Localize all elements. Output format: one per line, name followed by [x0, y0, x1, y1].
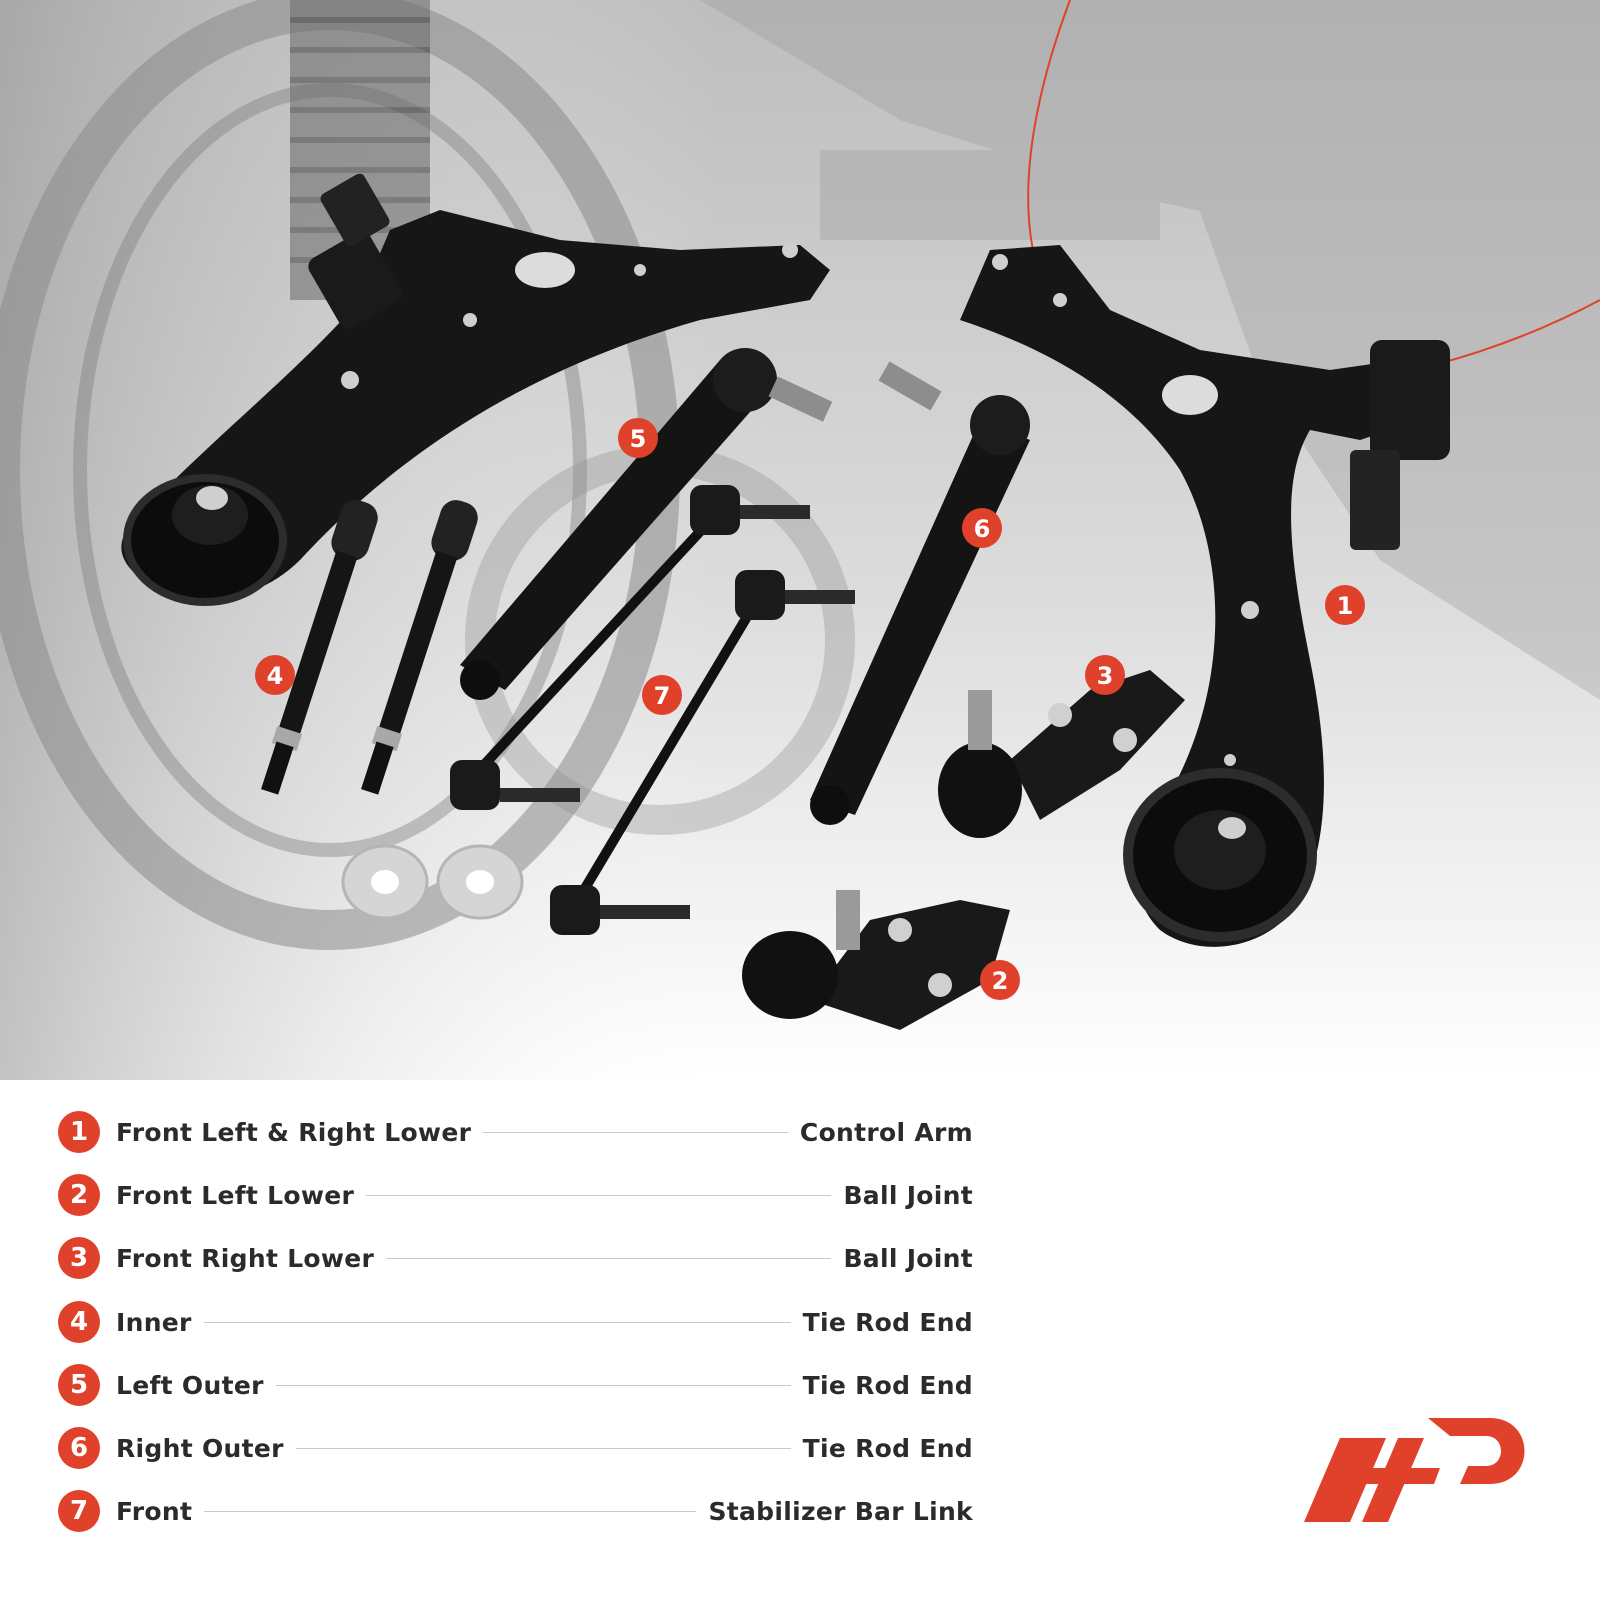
brand-logo-icon: [1304, 1418, 1525, 1522]
legend-row: 7 Front Stabilizer Bar Link: [58, 1490, 973, 1532]
callout-badge-5: 5: [618, 418, 658, 458]
legend-part-label: Stabilizer Bar Link: [708, 1496, 973, 1526]
svg-text:2: 2: [992, 967, 1009, 995]
callout-badge-2: 2: [980, 960, 1020, 1000]
svg-text:6: 6: [974, 515, 991, 543]
legend-position-label: Front Left Lower: [116, 1180, 355, 1210]
control-arm-right: [960, 245, 1450, 947]
legend-row: 4 Inner Tie Rod End: [58, 1301, 973, 1343]
leader-line: [386, 1257, 832, 1259]
legend-position-label: Right Outer: [116, 1433, 284, 1463]
callout-badge-3: 3: [1085, 655, 1125, 695]
legend-part-label: Tie Rod End: [802, 1307, 973, 1337]
callout-badge-6: 6: [962, 508, 1002, 548]
legend-part-label: Ball Joint: [843, 1243, 973, 1273]
right-ball-joint: [938, 670, 1185, 838]
inner-tie-rods: [261, 500, 478, 795]
legend-position-label: Inner: [116, 1307, 192, 1337]
control-arm-left: [121, 173, 830, 606]
legend-position-label: Left Outer: [116, 1370, 264, 1400]
stabilizer-bar-links: [450, 485, 855, 935]
left-outer-tie-rod-end: [460, 348, 833, 700]
legend-row: 1 Front Left & Right Lower Control Arm: [58, 1111, 973, 1153]
callout-badge-4: 4: [255, 655, 295, 695]
parts-legend: 1 Front Left & Right Lower Control Arm 2…: [58, 1111, 973, 1554]
leader-line: [295, 1447, 791, 1449]
legend-position-label: Front: [116, 1496, 193, 1526]
legend-part-label: Control Arm: [799, 1117, 973, 1147]
legend-row: 5 Left Outer Tie Rod End: [58, 1364, 973, 1406]
svg-text:5: 5: [630, 425, 647, 453]
legend-number-badge: 6: [58, 1427, 100, 1469]
leader-line: [483, 1131, 788, 1133]
legend-part-label: Ball Joint: [843, 1180, 973, 1210]
callout-badge-7: 7: [642, 675, 682, 715]
legend-number-badge: 2: [58, 1174, 100, 1216]
svg-text:3: 3: [1097, 662, 1114, 690]
leader-line: [366, 1194, 832, 1196]
svg-text:1: 1: [1337, 592, 1354, 620]
leader-line: [204, 1510, 697, 1512]
legend-part-label: Tie Rod End: [802, 1433, 973, 1463]
legend-row: 3 Front Right Lower Ball Joint: [58, 1237, 973, 1279]
legend-number-badge: 4: [58, 1301, 100, 1343]
product-scene: 1 2 3 4 5 6 7: [0, 0, 1600, 1080]
left-ball-joint: [742, 890, 1010, 1030]
background-chassis: [0, 0, 1600, 1080]
legend-position-label: Front Right Lower: [116, 1243, 375, 1273]
legend-number-badge: 7: [58, 1490, 100, 1532]
svg-text:7: 7: [654, 682, 671, 710]
callout-badge-1: 1: [1325, 585, 1365, 625]
washers: [341, 844, 524, 920]
leader-line: [275, 1384, 791, 1386]
legend-row: 6 Right Outer Tie Rod End: [58, 1427, 973, 1469]
legend-number-badge: 3: [58, 1237, 100, 1279]
legend-number-badge: 5: [58, 1364, 100, 1406]
leader-line: [203, 1321, 791, 1323]
legend-part-label: Tie Rod End: [802, 1370, 973, 1400]
legend-number-badge: 1: [58, 1111, 100, 1153]
legend-position-label: Front Left & Right Lower: [116, 1117, 472, 1147]
svg-text:4: 4: [267, 662, 284, 690]
legend-row: 2 Front Left Lower Ball Joint: [58, 1174, 973, 1216]
